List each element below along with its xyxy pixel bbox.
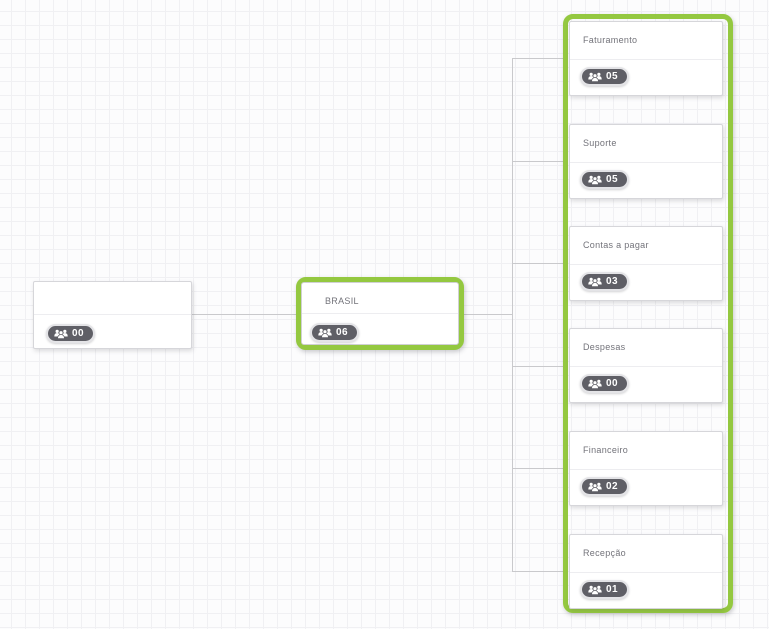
connector-branch-suporte bbox=[512, 161, 563, 162]
member-count: 00 bbox=[72, 328, 85, 339]
org-node-despesas[interactable]: Despesas 00 bbox=[569, 328, 723, 403]
divider bbox=[570, 366, 722, 367]
org-node-root[interactable]: 00 bbox=[33, 281, 192, 349]
member-count-badge[interactable]: 03 bbox=[580, 272, 630, 291]
divider bbox=[570, 469, 722, 470]
connector-branch-financeiro bbox=[512, 468, 563, 469]
connector-branch-despesas bbox=[512, 366, 563, 367]
member-count-badge[interactable]: 06 bbox=[310, 323, 360, 342]
node-title: Suporte bbox=[583, 138, 617, 148]
divider bbox=[570, 59, 722, 60]
org-node-financeiro[interactable]: Financeiro 02 bbox=[569, 431, 723, 506]
divider bbox=[570, 264, 722, 265]
member-count: 06 bbox=[336, 327, 349, 338]
node-title bbox=[34, 282, 191, 314]
member-count: 03 bbox=[606, 276, 619, 287]
users-icon bbox=[588, 277, 602, 287]
member-count-badge[interactable]: 01 bbox=[580, 580, 630, 599]
member-count-badge[interactable]: 02 bbox=[580, 477, 630, 496]
children-group-highlight-frame bbox=[563, 14, 733, 613]
users-icon bbox=[588, 585, 602, 595]
member-count: 00 bbox=[606, 378, 619, 389]
connector-branch-contas-a-pagar bbox=[512, 263, 563, 264]
users-icon bbox=[318, 328, 332, 338]
divider bbox=[570, 572, 722, 573]
org-node-faturamento[interactable]: Faturamento 05 bbox=[569, 21, 723, 96]
org-node-recepcao[interactable]: Recepção 01 bbox=[569, 534, 723, 609]
divider bbox=[570, 162, 722, 163]
member-count: 01 bbox=[606, 584, 619, 595]
users-icon bbox=[588, 175, 602, 185]
users-icon bbox=[54, 329, 68, 339]
users-icon bbox=[588, 72, 602, 82]
member-count: 02 bbox=[606, 481, 619, 492]
connector-trunk-vertical bbox=[512, 58, 513, 572]
member-count: 05 bbox=[606, 71, 619, 82]
connector-root-to-brasil bbox=[192, 314, 296, 315]
org-node-suporte[interactable]: Suporte 05 bbox=[569, 124, 723, 199]
node-title: Recepção bbox=[583, 548, 626, 558]
org-node-brasil[interactable]: BRASIL 06 bbox=[301, 282, 459, 345]
node-title: Financeiro bbox=[583, 445, 629, 455]
users-icon bbox=[588, 379, 602, 389]
divider bbox=[34, 314, 191, 315]
member-count-badge[interactable]: 00 bbox=[580, 374, 630, 393]
node-title: Contas a pagar bbox=[583, 240, 649, 250]
node-title: Despesas bbox=[583, 342, 626, 352]
org-node-contas-a-pagar[interactable]: Contas a pagar 03 bbox=[569, 226, 723, 301]
member-count-badge[interactable]: 05 bbox=[580, 170, 630, 189]
users-icon bbox=[588, 482, 602, 492]
node-title: BRASIL bbox=[325, 296, 359, 306]
member-count-badge[interactable]: 05 bbox=[580, 67, 630, 86]
connector-brasil-to-trunk bbox=[464, 314, 512, 315]
member-count: 05 bbox=[606, 174, 619, 185]
divider bbox=[302, 313, 458, 314]
node-title: Faturamento bbox=[583, 35, 638, 45]
connector-branch-recepcao bbox=[512, 571, 563, 572]
connector-branch-faturamento bbox=[512, 58, 563, 59]
org-node-brasil-highlight-frame[interactable]: BRASIL 06 bbox=[296, 277, 464, 350]
member-count-badge[interactable]: 00 bbox=[46, 324, 96, 343]
